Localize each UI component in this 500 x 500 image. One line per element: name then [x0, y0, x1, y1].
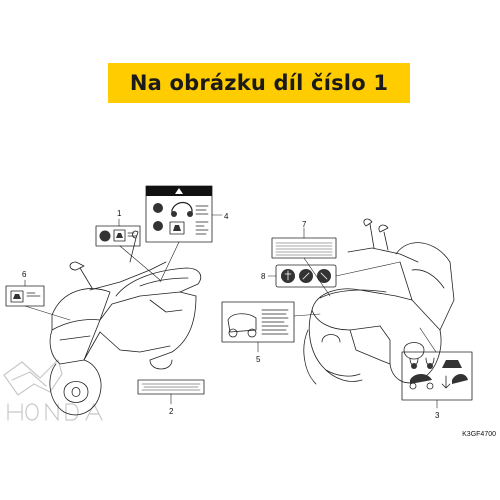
label-3 — [401, 351, 473, 401]
callout-1: 1 — [117, 209, 122, 218]
callout-8: 8 — [261, 272, 266, 281]
right-scooter — [303, 218, 455, 385]
leader-lines — [24, 241, 437, 353]
label-4 — [145, 185, 213, 243]
callout-4: 4 — [224, 212, 229, 221]
callout-ticks — [24, 214, 438, 409]
callout-3: 3 — [435, 411, 440, 420]
label-7 — [271, 237, 337, 259]
label-5 — [221, 301, 295, 343]
label-1 — [95, 225, 141, 247]
callout-5: 5 — [256, 355, 261, 364]
callout-7: 7 — [302, 220, 307, 229]
left-scooter — [49, 230, 202, 416]
callout-6: 6 — [22, 270, 27, 279]
banner-text: Na obrázku díl číslo 1 — [129, 71, 389, 95]
diagram-code: K3GF4700 — [462, 431, 496, 438]
label-2 — [137, 379, 205, 395]
label-8 — [275, 264, 337, 288]
honda-watermark — [3, 359, 103, 421]
callout-2: 2 — [169, 407, 174, 416]
title-banner: Na obrázku díl číslo 1 — [108, 63, 410, 103]
label-6 — [5, 285, 45, 307]
